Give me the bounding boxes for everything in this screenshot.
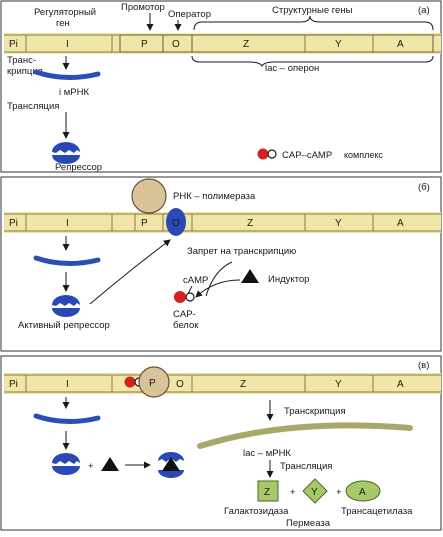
cap-camp-label: CAP–cAMP	[282, 150, 332, 161]
cap-protein-icon-b	[174, 291, 186, 303]
lac-mrna-strand	[197, 422, 413, 449]
i-mrna-strand	[33, 69, 101, 80]
protein-a-label: A	[359, 487, 366, 498]
gene-o: O	[172, 39, 180, 50]
camp-label: cAMP	[183, 275, 208, 286]
transcription-label-c: Транскрипция	[284, 406, 346, 417]
protein-y-label: Y	[311, 487, 318, 498]
gene-i-c: I	[66, 379, 69, 390]
gene-z-c: Z	[240, 379, 246, 390]
repressor-binding-arrow	[89, 239, 171, 305]
rna-polymerase-icon	[131, 178, 167, 214]
gene-o-b: O	[172, 218, 180, 229]
transcription-label-2: крипция	[7, 66, 43, 77]
inducer-label: Индуктор	[268, 274, 309, 285]
dna-strand-c: Pi I O Z Y A	[4, 373, 441, 394]
transcription-block-label: Запрет на транскрипцию	[187, 246, 296, 257]
gene-p-c: P	[149, 378, 156, 389]
gene-z: Z	[243, 39, 249, 50]
plus-sign-2: +	[290, 487, 296, 498]
lac-mrna-label: lac – мРНК	[243, 448, 291, 459]
cap-label: CAP-	[173, 309, 196, 320]
panel-b-frame	[0, 176, 442, 352]
operon-brace	[191, 55, 434, 68]
rna-polymerase-label: РНК – полимераза	[173, 191, 256, 202]
gene-y: Y	[335, 39, 342, 50]
protein-y: Y	[302, 478, 328, 504]
dna-body	[4, 33, 441, 54]
protein-a: A	[345, 480, 381, 502]
repressor-bound-b: O	[166, 208, 186, 236]
camp-icon-b	[185, 292, 195, 302]
gene-pi: Pi	[9, 39, 18, 50]
panel-c-frame	[0, 355, 442, 531]
panel-a-tag: (а)	[418, 5, 430, 16]
inducer-icon	[241, 269, 259, 283]
gene-p: P	[141, 39, 148, 50]
cap-protein-icon	[257, 148, 269, 160]
cap-protein-icon-c	[124, 376, 136, 388]
complex-label: комплекс	[344, 150, 383, 160]
i-mrna-strand-c	[33, 413, 101, 424]
panel-a: (а) Регуляторный ген Промотор Оператор С…	[0, 0, 442, 173]
lac-operon-label: lac – оперон	[265, 63, 319, 74]
dna-strand-b: Pi I P Z Y A	[4, 212, 441, 233]
gene-i: I	[66, 39, 69, 50]
repressor-shape-b	[52, 295, 80, 317]
repressor-label: Репрессор	[55, 162, 102, 173]
repressor-shape-a	[52, 142, 80, 164]
inactive-repressor	[158, 452, 184, 478]
panel-b: (б) Pi I P Z Y A РНК – полимераза O Запр…	[0, 176, 442, 352]
promoter-label: Промотор	[121, 2, 165, 13]
regulatory-gene-label: Регуляторный	[34, 7, 96, 18]
plus-sign-1: +	[88, 461, 94, 472]
operator-label: Оператор	[168, 9, 211, 20]
structural-genes-brace	[193, 15, 434, 31]
transacetylase-label: Трансацетилаза	[341, 506, 413, 517]
translation-label-c: Трансляция	[280, 461, 332, 472]
plus-sign-3: +	[336, 487, 342, 498]
galactosidase-label: Галактозидаза	[224, 506, 289, 517]
repressor-shape-c	[52, 453, 80, 475]
panel-b-tag: (б)	[418, 182, 430, 193]
gene-y-b: Y	[335, 218, 342, 229]
permease-label: Пермеаза	[286, 518, 331, 529]
structural-genes-label: Структурные гены	[272, 5, 353, 16]
panel-c: (в) Pi I O Z Y A P +	[0, 355, 442, 531]
gene-o-c: O	[176, 379, 184, 390]
i-mrna-label: i мРНК	[59, 87, 89, 98]
gene-i-b: I	[66, 218, 69, 229]
gene-pi-c: Pi	[9, 379, 18, 390]
panel-a-frame	[0, 0, 442, 173]
protein-z: Z	[257, 480, 279, 502]
transcription-label: Транс-	[7, 55, 36, 66]
inducer-arrow	[195, 279, 241, 298]
regulatory-gene-label-2: ген	[56, 18, 70, 29]
active-repressor-label: Активный репрессор	[18, 320, 110, 331]
i-mrna-strand-b	[33, 255, 101, 266]
camp-icon	[267, 149, 277, 159]
gene-a-b: A	[397, 218, 404, 229]
gene-a-c: A	[397, 379, 404, 390]
gene-p-b: P	[141, 218, 148, 229]
gene-pi-b: Pi	[9, 218, 18, 229]
dna-strand-a: Pi I P O Z Y A	[4, 33, 441, 54]
gene-y-c: Y	[335, 379, 342, 390]
protein-z-label: Z	[264, 487, 270, 498]
rna-polymerase-icon-c	[138, 366, 170, 398]
gene-z-b: Z	[247, 218, 253, 229]
panel-c-tag: (в)	[418, 360, 429, 371]
translation-label: Трансляция	[7, 101, 59, 112]
cap-label-2: белок	[173, 320, 199, 331]
gene-a: A	[397, 39, 404, 50]
inducer-icon-c	[101, 457, 119, 471]
operon-box	[119, 34, 434, 53]
